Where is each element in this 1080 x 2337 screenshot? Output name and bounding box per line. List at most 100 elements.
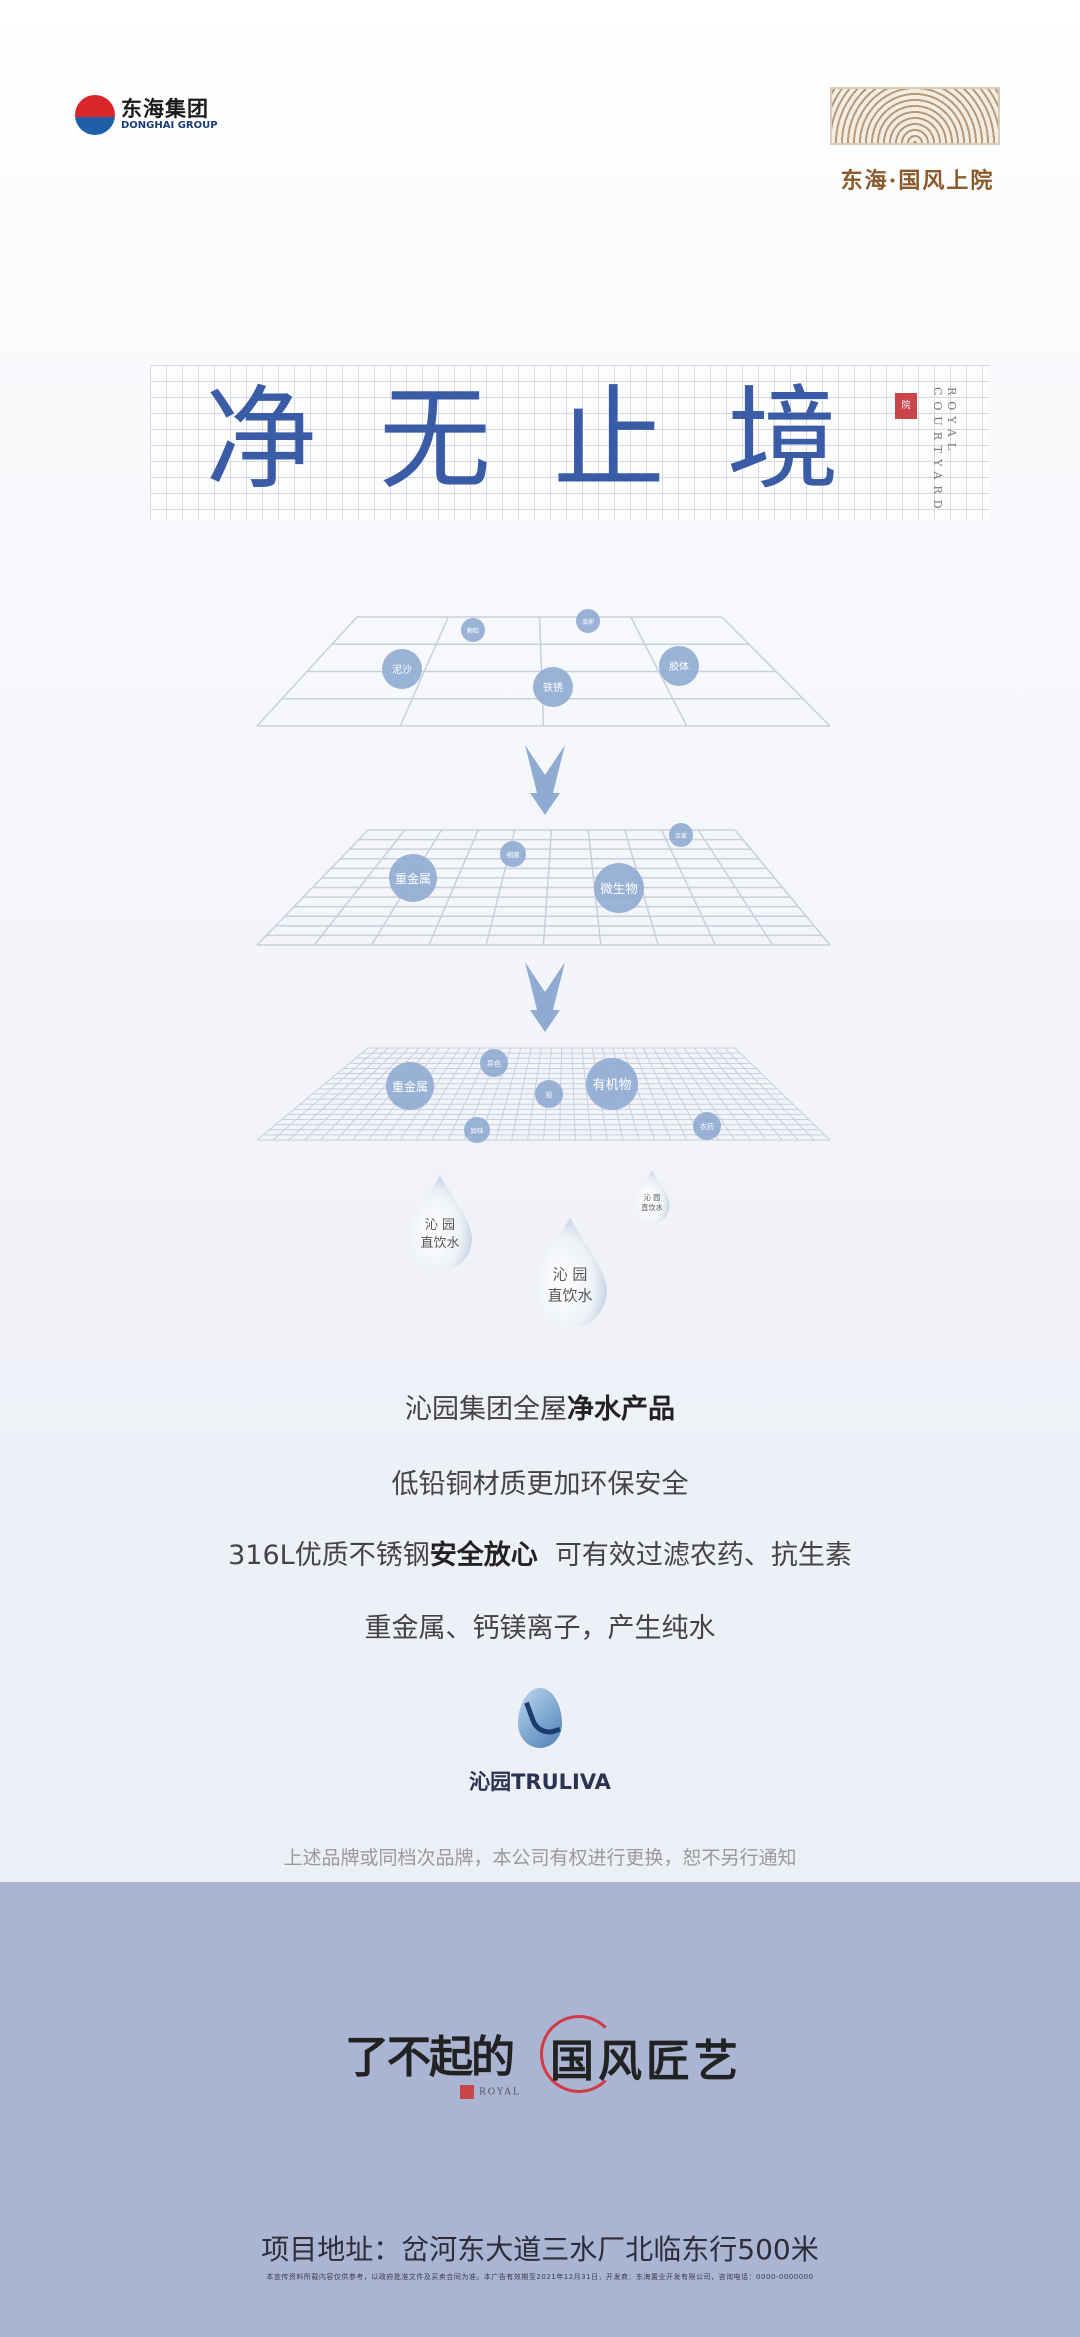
- footer-band: [0, 1882, 1080, 2337]
- water-drop-icon: [634, 1170, 670, 1224]
- grid-line: [431, 1047, 481, 1141]
- logo-name-cn: 东海集团: [121, 97, 209, 121]
- particle-bubble: [386, 1062, 434, 1110]
- drop-label: 沁 园: [425, 1218, 455, 1233]
- donghai-group-logo: 东海集团 DONGHAI GROUP: [75, 95, 218, 135]
- line3-text-a: 316L优质不锈钢: [228, 1540, 430, 1571]
- grid-line: [542, 829, 553, 946]
- particle-bubble: [480, 1049, 508, 1077]
- line3-bold: 安全放心: [429, 1540, 538, 1571]
- page-title: 净无止境: [205, 375, 901, 505]
- particle-bubble: [693, 1112, 721, 1140]
- logo-name-en: DONGHAI GROUP: [121, 120, 218, 131]
- particle-label: 异色: [487, 1059, 501, 1068]
- grid-line: [714, 1047, 799, 1141]
- particle-bubble: [535, 1080, 563, 1108]
- grid-line: [734, 829, 831, 946]
- cloud-pattern-icon: [830, 87, 1000, 145]
- particle-bubble: [461, 618, 485, 642]
- donghai-wave-icon: [75, 95, 115, 135]
- grid-line: [304, 1047, 399, 1141]
- particle-label: 颗粒: [467, 627, 479, 635]
- grid-line: [313, 829, 406, 946]
- grid-line: [697, 829, 774, 946]
- water-drop-icon: [408, 1175, 472, 1271]
- particle-label: 重金属: [395, 871, 431, 886]
- particle-bubble: [464, 1117, 490, 1143]
- truliva-logo: 沁园TRULIVA: [0, 1688, 1080, 1796]
- brand-name: 沁园TRULIVA: [469, 1770, 611, 1794]
- particle-label: 铅: [546, 1090, 553, 1099]
- grid-line: [704, 1047, 783, 1141]
- particle-label: 异味: [471, 1126, 485, 1135]
- line1-bold: 净水产品: [567, 1394, 675, 1425]
- red-ring-icon: [540, 2015, 618, 2093]
- down-arrow-icon: [525, 745, 565, 815]
- description-line-3: 316L优质不锈钢安全放心 可有效过滤农药、抗生素: [0, 1533, 1080, 1572]
- grid-line: [320, 1047, 410, 1141]
- grid-line: [428, 829, 479, 946]
- grid-line: [632, 1047, 672, 1141]
- title-banner: 净无止境 院 ROYAL COURTYARD: [150, 365, 990, 520]
- particle-label: 铁锈: [543, 681, 563, 694]
- grid-line: [693, 1047, 767, 1141]
- particle-label: 农药: [700, 1122, 714, 1131]
- particle-bubble: [669, 823, 693, 847]
- particle-bubble: [533, 667, 573, 707]
- particle-label: 重金属: [392, 1079, 428, 1094]
- grid-line: [683, 1047, 751, 1141]
- drop-label: 沁 园: [553, 1266, 588, 1284]
- slogan-part-b: 国风匠艺: [550, 2036, 742, 2087]
- grid-line: [256, 829, 369, 946]
- grid-line: [495, 1047, 522, 1141]
- particle-label: 胶体: [669, 660, 689, 673]
- grid-line: [622, 1047, 656, 1141]
- grid-line: [272, 1047, 379, 1141]
- description-line-1: 沁园集团全屋净水产品: [0, 1387, 1080, 1426]
- description-line-2: 低铅铜材质更加环保安全: [391, 1469, 689, 1500]
- grid-line: [256, 616, 358, 727]
- description-line-4: 重金属、钙镁离子，产生纯水: [364, 1613, 716, 1644]
- slogan-part-a: 了不起的: [345, 2032, 515, 2083]
- filtration-diagram: 泥沙颗粒虫卵铁锈胶体重金属细菌微生物余氯重金属异色铅有机物异味农药沁 园直饮水沁…: [256, 609, 831, 1328]
- particle-label: 细菌: [507, 850, 521, 859]
- grid-line: [642, 1047, 688, 1141]
- particle-bubble: [586, 1058, 638, 1110]
- grid-line: [721, 616, 831, 727]
- grid-line: [571, 1047, 576, 1141]
- drop-label: 直饮水: [641, 1203, 662, 1212]
- disclaimer: 上述品牌或同档次品牌，本公司有权进行更换，恕不另行通知: [283, 1847, 797, 1869]
- seal-stamp: 院: [895, 393, 917, 419]
- drop-label: 沁 园: [644, 1193, 661, 1202]
- line3-text-b: 可有效过滤农药、抗生素: [537, 1540, 852, 1571]
- particle-label: 泥沙: [392, 663, 412, 676]
- project-name: 东海·国风上院: [840, 168, 995, 194]
- particle-label: 有机物: [592, 1078, 631, 1093]
- grid-line: [399, 616, 449, 727]
- slogan-royal-mark: ROYAL: [460, 2085, 521, 2099]
- grid-line: [288, 1047, 389, 1141]
- grid-line: [527, 1047, 542, 1141]
- royal-courtyard-vertical-text: ROYAL COURTYARD: [931, 387, 958, 515]
- grid-line: [734, 1047, 831, 1141]
- drop-label: 直饮水: [548, 1286, 593, 1304]
- line1-text: 沁园集团全屋: [405, 1394, 567, 1425]
- seal-icon: [460, 2085, 474, 2099]
- truliva-drop-icon: [518, 1688, 562, 1748]
- particle-bubble: [382, 649, 422, 689]
- particle-label: 微生物: [600, 881, 638, 896]
- particle-bubble: [389, 854, 437, 902]
- particle-bubble: [594, 863, 644, 913]
- particle-bubble: [659, 646, 699, 686]
- grid-line: [415, 1047, 471, 1141]
- grid-line: [581, 1047, 592, 1141]
- grid-line: [630, 616, 688, 727]
- project-address: 项目地址：岔河东大道三水厂北临东行500米: [261, 2233, 819, 2266]
- water-drop-icon: [533, 1217, 607, 1328]
- grid-line: [673, 1047, 735, 1141]
- slogan-royal-text: ROYAL: [479, 2087, 521, 2098]
- grid-line: [660, 829, 717, 946]
- grid-line: [724, 1047, 815, 1141]
- grid-line: [511, 1047, 532, 1141]
- fine-print: 本宣传资料所载内容仅供参考，以政府批准文件及买卖合同为准。本广告有效期至2021…: [266, 2273, 814, 2281]
